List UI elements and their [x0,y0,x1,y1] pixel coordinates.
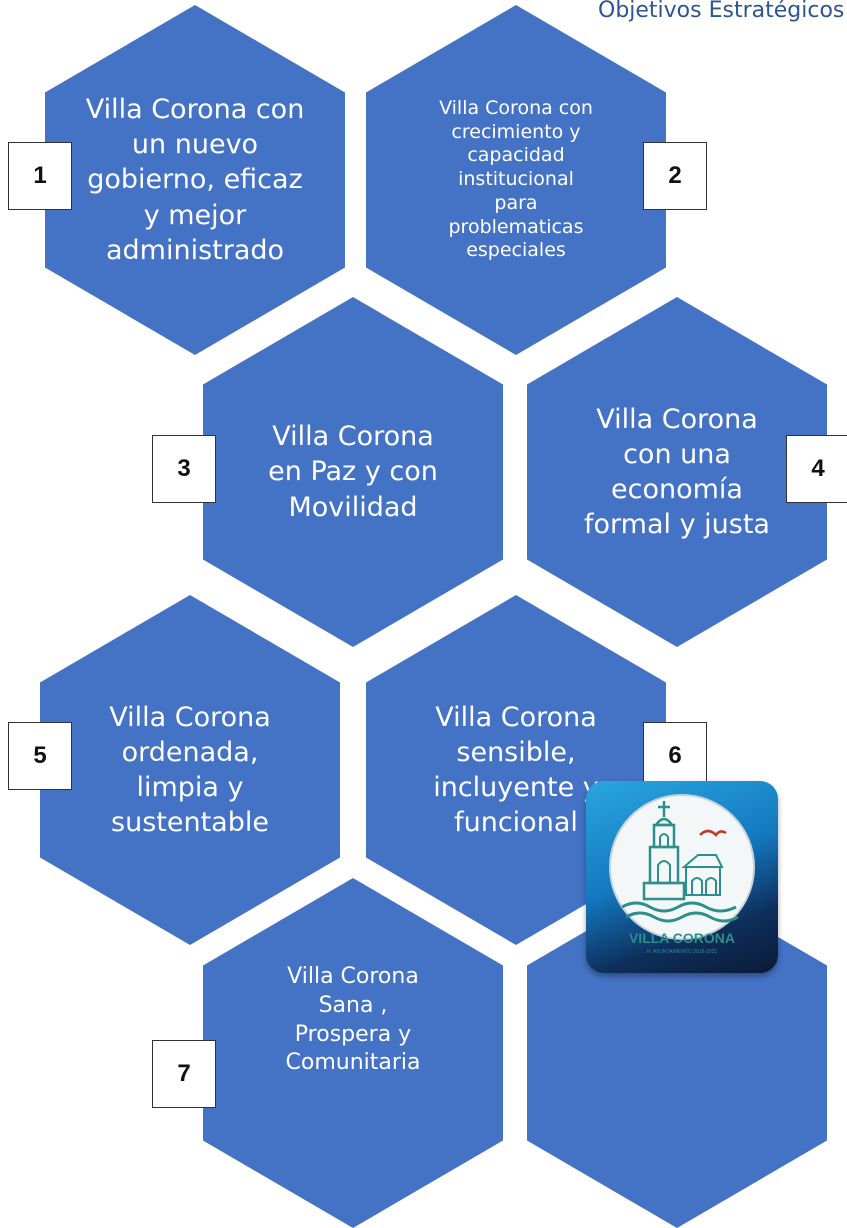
objective-number-1: 1 [8,142,72,210]
objective-hexagon-4: Villa Corona con una economía formal y j… [527,297,827,647]
objective-number-7: 7 [152,1040,216,1108]
page-title: Objetivos Estratégicos [598,0,845,23]
objective-text-4: Villa Corona con una economía formal y j… [584,403,770,541]
objective-text-6: Villa Corona sensible, incluyente y func… [433,701,599,839]
logo-text: VILLA CORONA [629,930,735,946]
objective-number-2: 2 [643,142,707,210]
objective-text-2: Villa Corona con crecimiento y capacidad… [439,96,593,262]
objective-text-1: Villa Corona con un nuevo gobierno, efic… [85,94,305,266]
villa-corona-logo: VILLA CORONA H. AYUNTAMIENTO 2018-2021 [586,781,778,973]
objective-text-3: Villa Corona en Paz y con Movilidad [268,421,438,523]
objective-hexagon-2: Villa Corona con crecimiento y capacidad… [366,5,666,355]
logo-subtext: H. AYUNTAMIENTO 2018-2021 [647,949,718,955]
logo-emblem-icon: VILLA CORONA H. AYUNTAMIENTO 2018-2021 [609,794,755,955]
objective-number-5: 5 [8,722,72,790]
objective-number-3: 3 [152,435,216,503]
objective-hexagon-5: Villa Corona ordenada, limpia y sustenta… [40,595,340,945]
objective-hexagon-3: Villa Corona en Paz y con Movilidad [203,297,503,647]
objective-number-4: 4 [786,435,847,503]
objective-hexagon-1: Villa Corona con un nuevo gobierno, efic… [45,5,345,355]
objective-hexagon-7: Villa Corona Sana , Prospera y Comunitar… [203,878,503,1228]
objective-text-7: Villa Corona Sana , Prospera y Comunitar… [285,964,421,1076]
objective-text-5: Villa Corona ordenada, limpia y sustenta… [109,701,271,839]
objective-number-6: 6 [643,722,707,790]
